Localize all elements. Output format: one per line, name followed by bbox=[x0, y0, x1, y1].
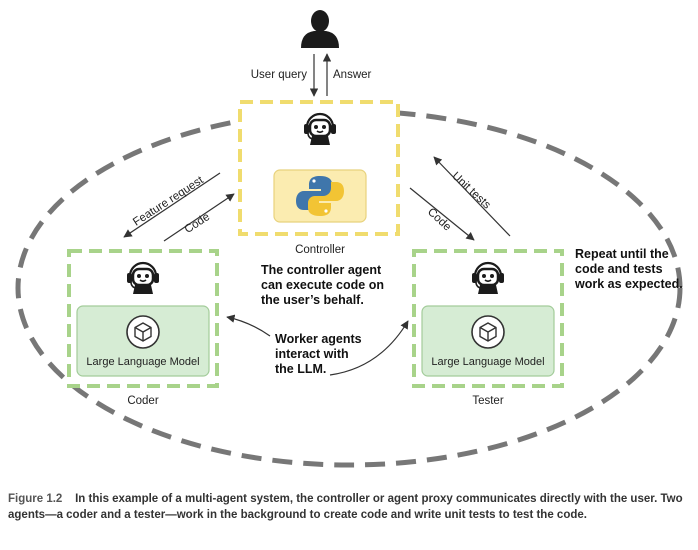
cube-icon bbox=[471, 315, 505, 349]
tester-label: Tester bbox=[472, 395, 503, 407]
python-logo-icon bbox=[296, 176, 344, 216]
figure-number: Figure 1.2 bbox=[8, 493, 63, 505]
controller-note-line-1: The controller agent bbox=[261, 263, 382, 277]
user-query-label: User query bbox=[251, 69, 307, 81]
coder-code-label: Code bbox=[183, 211, 213, 236]
repeat-note-line-1: Repeat until the bbox=[575, 247, 669, 261]
coder-llm-label: Large Language Model bbox=[86, 356, 199, 368]
controller-note-line-3: the user’s behalf. bbox=[261, 293, 364, 307]
workers-note-arrow-right bbox=[329, 320, 409, 376]
feature-request-arrow bbox=[123, 172, 221, 238]
repeat-note-line-3: work as expected. bbox=[574, 277, 683, 291]
workers-note-line-2: interact with bbox=[275, 347, 349, 361]
tester-code-label: Code bbox=[425, 206, 453, 234]
controller-label: Controller bbox=[295, 244, 345, 256]
user-silhouette-icon bbox=[301, 10, 339, 48]
workers-note-line-3: the LLM. bbox=[275, 362, 326, 376]
controller-note-line-2: can execute code on bbox=[261, 278, 384, 292]
repeat-note-line-2: code and tests bbox=[575, 262, 663, 276]
multi-agent-diagram: User query Answer Controller The control… bbox=[15, 10, 683, 468]
coder-code-arrow bbox=[163, 193, 235, 242]
answer-label: Answer bbox=[333, 69, 372, 81]
cube-icon bbox=[126, 315, 160, 349]
unit-tests-label: Unit tests bbox=[449, 170, 492, 212]
caption-text: In this example of a multi-agent system,… bbox=[8, 493, 683, 521]
unit-tests-arrow bbox=[433, 156, 511, 237]
coder-label: Coder bbox=[127, 395, 158, 407]
tester-code-arrow bbox=[409, 187, 475, 241]
workers-note-arrow-left bbox=[226, 314, 271, 337]
figure-caption: Figure 1.2 In this example of a multi-ag… bbox=[8, 491, 692, 523]
workers-note-line-1: Worker agents bbox=[275, 332, 362, 346]
tester-llm-label: Large Language Model bbox=[431, 356, 544, 368]
